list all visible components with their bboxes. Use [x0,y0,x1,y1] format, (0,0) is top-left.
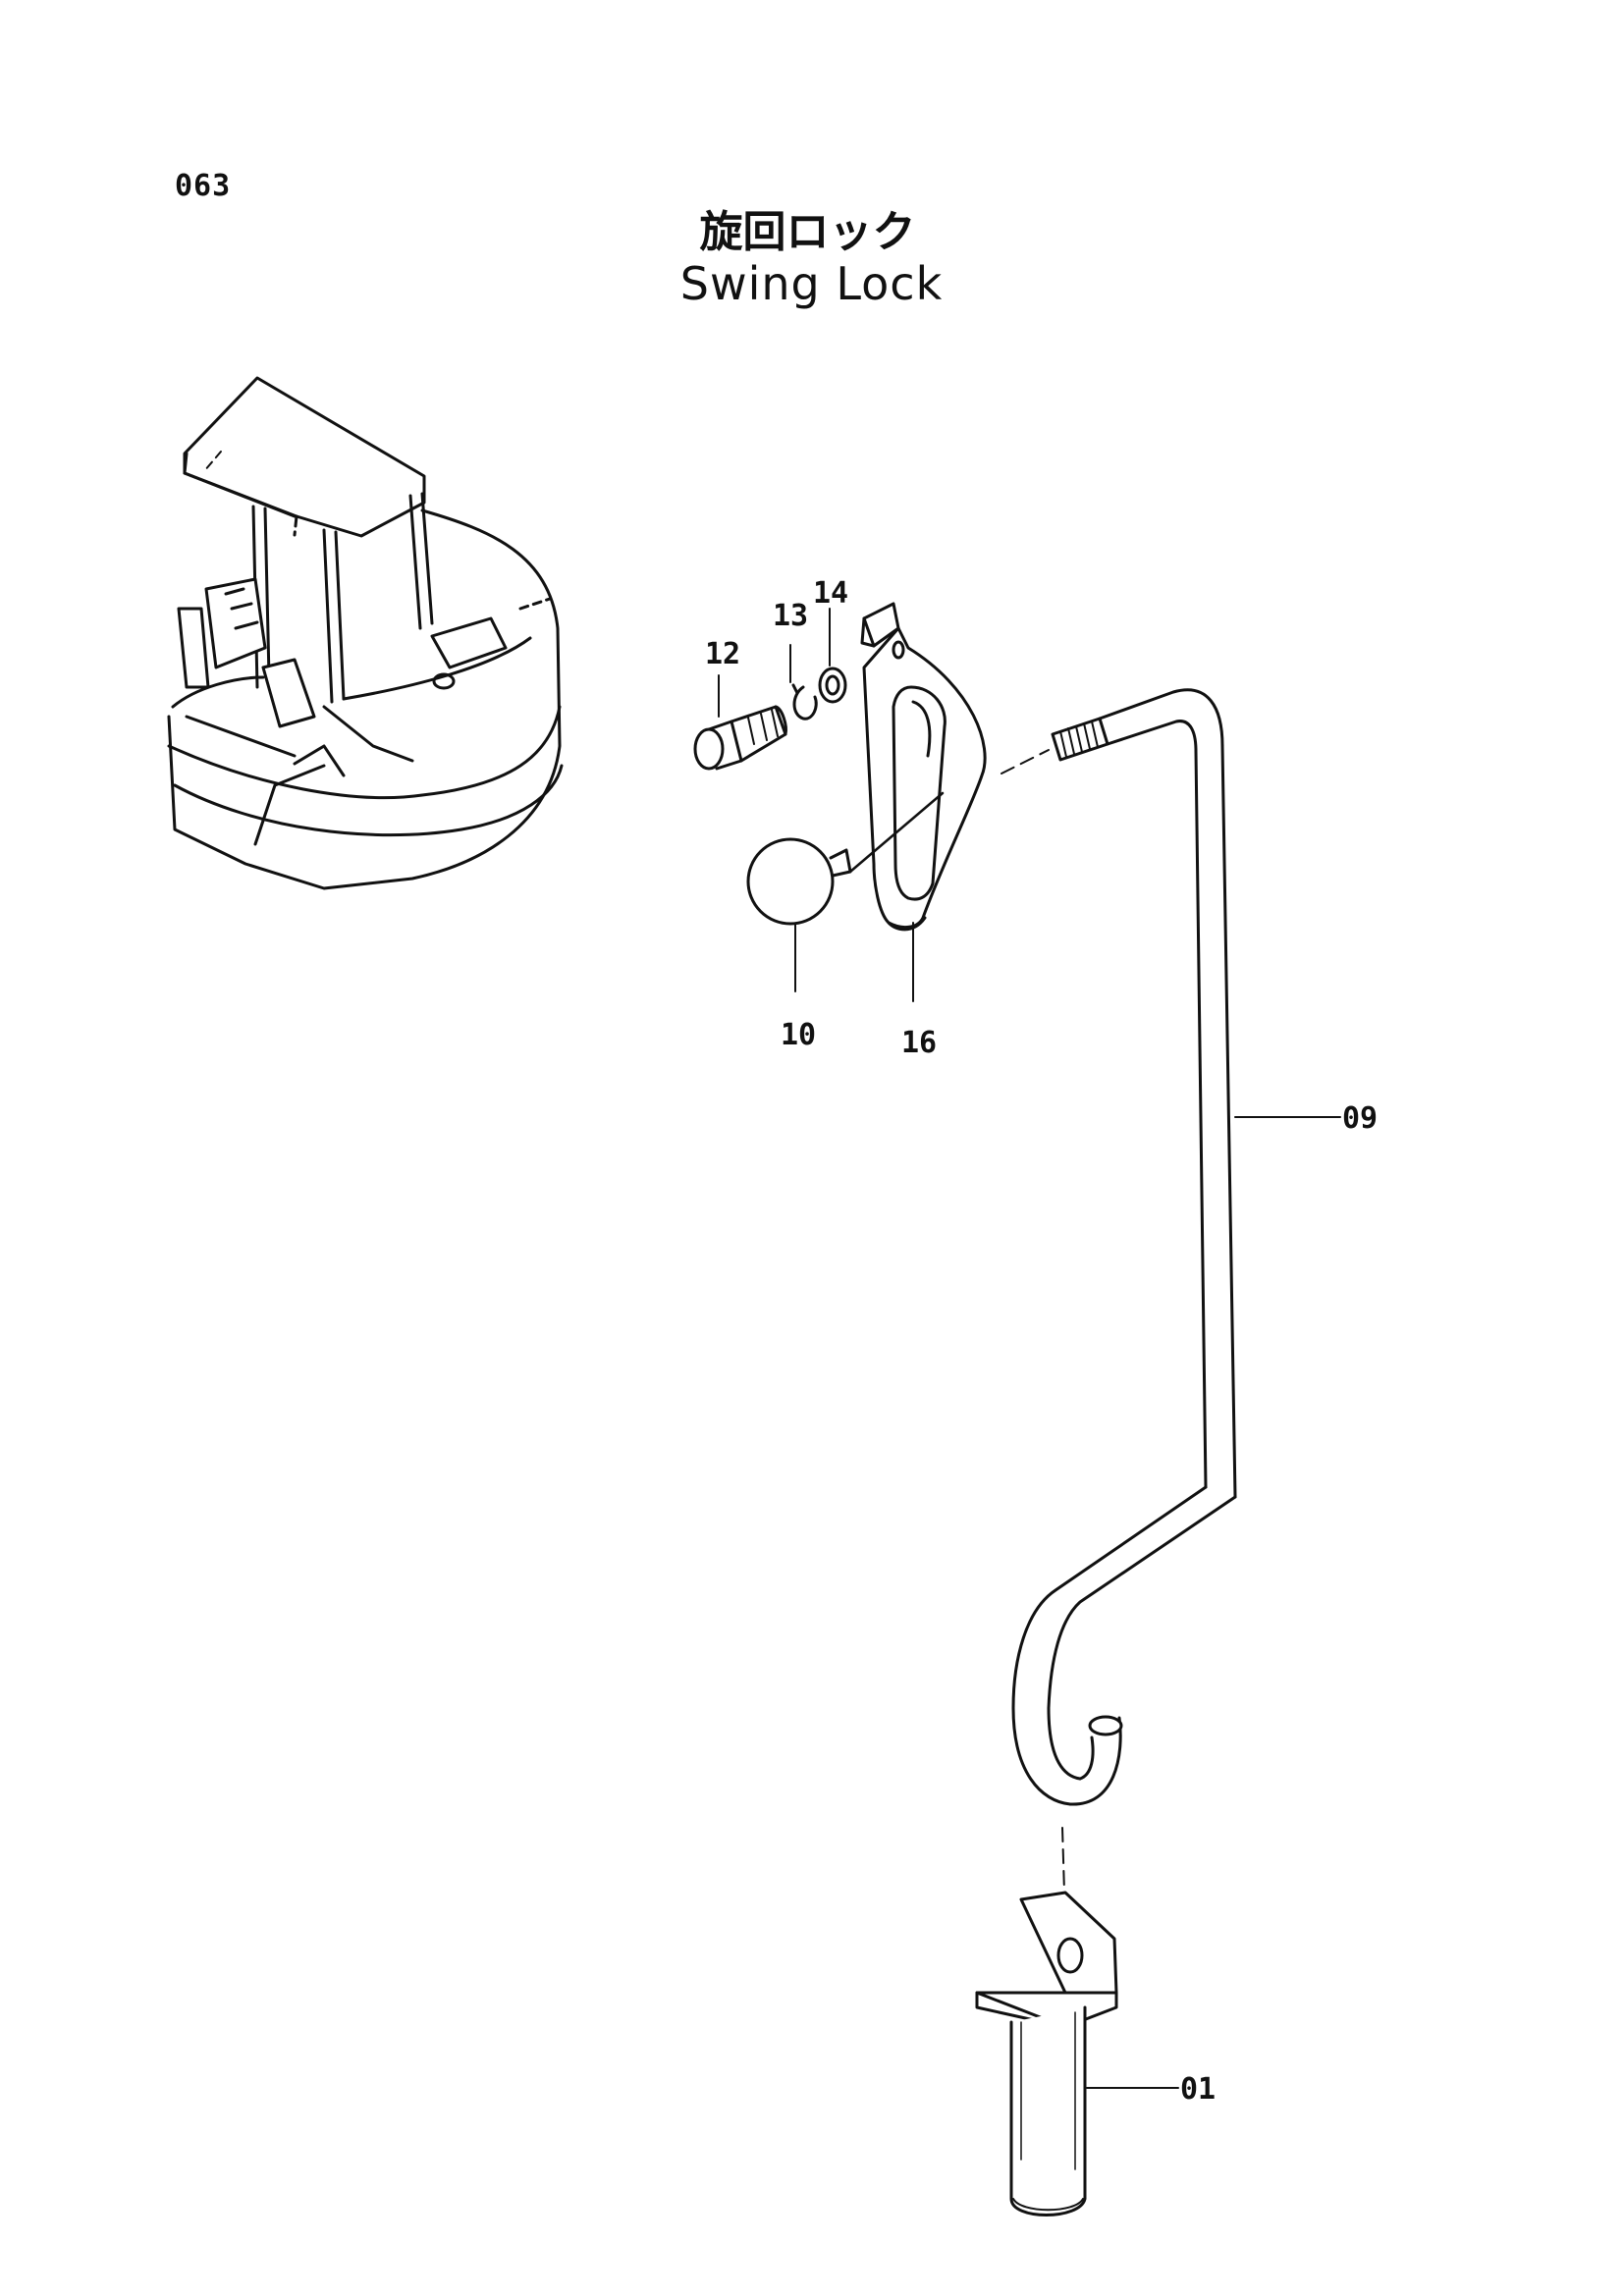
callout-09: 09 [1342,1101,1378,1136]
rod-part-09 [1011,688,1237,1806]
callout-12: 12 [705,637,740,671]
bolt-part-12 [693,705,787,771]
callout-labels: 12 13 14 10 16 09 01 [705,576,1378,2107]
callout-14: 14 [813,576,848,611]
washer-part-14 [818,667,847,704]
callout-leaders [203,451,1341,2089]
bracket-part-16 [860,602,987,932]
snap-ring-part-13 [791,683,818,721]
callout-10: 10 [781,1018,816,1052]
callout-13: 13 [773,599,808,633]
machine-overview-illustration [167,376,564,890]
page-number: 063 [175,169,232,203]
callout-16: 16 [901,1026,937,1060]
title-japanese: 旋回ロック [699,207,916,257]
knob-part-10 [746,791,945,926]
pin-part-01 [975,1891,1118,2216]
title-english: Swing Lock [679,257,944,310]
callout-01: 01 [1180,2072,1216,2107]
